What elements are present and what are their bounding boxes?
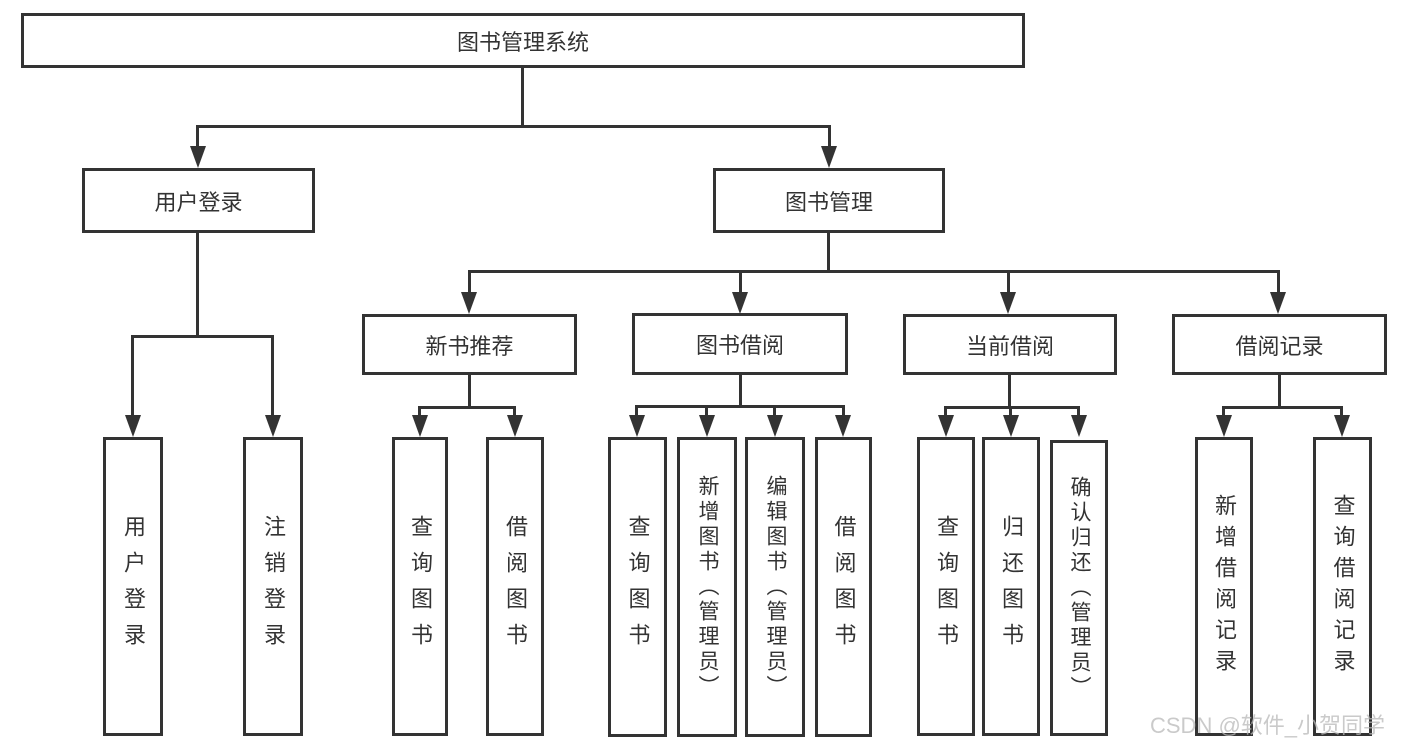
node-leaf-add-borrow-record-label: 新增借阅记录 bbox=[1212, 493, 1237, 680]
node-leaf-query-books-2: 查询图书 bbox=[608, 437, 667, 737]
node-leaf-query-books-3: 查询图书 bbox=[917, 437, 975, 736]
connector-line bbox=[1278, 375, 1281, 406]
connector-line bbox=[1222, 406, 1225, 416]
connector-line bbox=[944, 406, 1080, 409]
watermark: CSDN @软件_小贺同学 bbox=[1150, 713, 1386, 738]
connector-line bbox=[197, 125, 831, 128]
arrow-down-icon bbox=[265, 415, 281, 437]
connector-line bbox=[1009, 406, 1012, 416]
node-leaf-query-books-3-label: 查询图书 bbox=[934, 514, 959, 659]
node-leaf-edit-books-admin: 编辑图书（管理员） bbox=[745, 437, 805, 737]
connector-line bbox=[705, 405, 708, 416]
node-leaf-query-books-1: 查询图书 bbox=[392, 437, 448, 736]
node-borrow-records-label: 借阅记录 bbox=[1235, 333, 1324, 359]
connector-line bbox=[418, 406, 516, 409]
connector-line bbox=[827, 233, 830, 270]
node-leaf-logout: 注销登录 bbox=[243, 437, 303, 736]
node-new-book-recommend: 新书推荐 bbox=[362, 314, 577, 375]
arrow-down-icon bbox=[125, 415, 141, 437]
arrow-down-icon bbox=[767, 415, 783, 437]
arrow-down-icon bbox=[821, 146, 837, 168]
node-leaf-query-books-2-label: 查询图书 bbox=[625, 515, 651, 659]
connector-line bbox=[1008, 375, 1011, 406]
arrow-down-icon bbox=[1000, 292, 1016, 314]
node-current-borrow: 当前借阅 bbox=[903, 314, 1117, 375]
connector-line bbox=[1007, 270, 1010, 294]
connector-line bbox=[739, 270, 742, 294]
node-leaf-confirm-return-admin-label: 确认归还（管理员） bbox=[1068, 475, 1091, 701]
connector-line bbox=[1222, 406, 1343, 409]
arrow-down-icon bbox=[732, 292, 748, 314]
connector-line bbox=[131, 335, 134, 417]
arrow-down-icon bbox=[835, 415, 851, 437]
connector-line bbox=[739, 375, 742, 405]
arrow-down-icon bbox=[699, 415, 715, 437]
arrow-down-icon bbox=[938, 415, 954, 437]
arrow-down-icon bbox=[190, 146, 206, 168]
connector-line bbox=[828, 125, 831, 149]
node-book-borrow-label: 图书借阅 bbox=[695, 333, 784, 358]
arrow-down-icon bbox=[461, 292, 477, 314]
node-leaf-logout-label: 注销登录 bbox=[261, 514, 286, 659]
connector-line bbox=[468, 375, 471, 406]
connector-line bbox=[1340, 406, 1343, 416]
arrow-down-icon bbox=[1216, 415, 1232, 437]
node-root: 图书管理系统 bbox=[21, 13, 1025, 68]
connector-line bbox=[418, 406, 421, 416]
node-leaf-confirm-return-admin: 确认归还（管理员） bbox=[1050, 440, 1108, 736]
node-book-management-label: 图书管理 bbox=[784, 189, 873, 215]
connector-line bbox=[1077, 406, 1080, 416]
connector-line bbox=[196, 233, 199, 335]
connector-line bbox=[944, 406, 947, 416]
node-leaf-query-borrow-record: 查询借阅记录 bbox=[1313, 437, 1372, 736]
arrow-down-icon bbox=[1270, 292, 1286, 314]
node-leaf-add-books-admin-label: 新增图书（管理员） bbox=[696, 474, 719, 700]
connector-line bbox=[271, 335, 274, 417]
node-leaf-user-login-label: 用户登录 bbox=[121, 514, 146, 659]
arrow-down-icon bbox=[629, 415, 645, 437]
connector-line bbox=[468, 270, 1280, 273]
arrow-down-icon bbox=[1334, 415, 1350, 437]
node-leaf-borrow-books-1-label: 借阅图书 bbox=[503, 514, 528, 659]
connector-line bbox=[513, 406, 516, 416]
node-leaf-borrow-books-1: 借阅图书 bbox=[486, 437, 544, 736]
connector-line bbox=[1277, 270, 1280, 294]
arrow-down-icon bbox=[412, 415, 428, 437]
arrow-down-icon bbox=[1003, 415, 1019, 437]
node-borrow-records: 借阅记录 bbox=[1172, 314, 1387, 375]
connector-line bbox=[635, 405, 844, 408]
node-leaf-return-books: 归还图书 bbox=[982, 437, 1040, 736]
node-leaf-add-books-admin: 新增图书（管理员） bbox=[677, 437, 737, 737]
node-new-book-recommend-label: 新书推荐 bbox=[425, 333, 514, 359]
connector-line bbox=[773, 405, 776, 416]
node-root-label: 图书管理系统 bbox=[456, 29, 589, 55]
node-current-borrow-label: 当前借阅 bbox=[965, 333, 1054, 359]
node-leaf-query-borrow-record-label: 查询借阅记录 bbox=[1330, 493, 1356, 680]
connector-line bbox=[842, 405, 845, 416]
node-book-borrow: 图书借阅 bbox=[632, 313, 848, 375]
node-book-management: 图书管理 bbox=[713, 168, 945, 233]
node-leaf-query-books-1-label: 查询图书 bbox=[408, 514, 433, 659]
node-leaf-add-borrow-record: 新增借阅记录 bbox=[1195, 437, 1253, 736]
connector-line bbox=[635, 405, 638, 416]
node-user-login: 用户登录 bbox=[82, 168, 315, 233]
connector-line bbox=[468, 270, 471, 294]
connector-line bbox=[196, 125, 199, 149]
node-leaf-edit-books-admin-label: 编辑图书（管理员） bbox=[764, 474, 787, 700]
node-leaf-borrow-books-2-label: 借阅图书 bbox=[831, 515, 857, 659]
connector-line bbox=[131, 335, 274, 338]
connector-line bbox=[521, 68, 524, 125]
arrow-down-icon bbox=[1071, 415, 1087, 437]
node-leaf-borrow-books-2: 借阅图书 bbox=[815, 437, 872, 737]
arrow-down-icon bbox=[507, 415, 523, 437]
node-leaf-return-books-label: 归还图书 bbox=[999, 514, 1024, 659]
node-leaf-user-login: 用户登录 bbox=[103, 437, 163, 736]
node-user-login-label: 用户登录 bbox=[154, 189, 243, 215]
